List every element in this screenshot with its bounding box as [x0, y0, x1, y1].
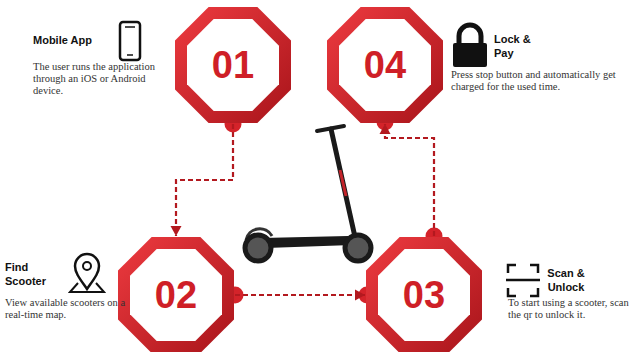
step-number: 02 [117, 276, 235, 314]
step-octagon: 04 [326, 6, 444, 124]
octagon-outer [327, 7, 443, 123]
arrowhead [171, 226, 182, 236]
scooter-illustration [245, 126, 371, 261]
arrowhead [380, 124, 391, 134]
scooter-wheel [345, 235, 371, 261]
step-description: To start using a scooter, scan the qr to… [508, 297, 638, 321]
scan-corner [530, 265, 538, 273]
map-pin-icon [70, 254, 104, 292]
phone-body [120, 22, 140, 60]
phone-icon [120, 22, 140, 60]
scooter-stem [331, 129, 357, 246]
step-description: The user runs the application through an… [33, 61, 167, 97]
step-octagon: 01 [174, 6, 292, 124]
scan-icon [506, 265, 540, 296]
scan-corner [508, 265, 516, 273]
step-heading: Lock & Pay [494, 32, 540, 60]
step-number: 01 [174, 46, 292, 84]
step-description: View available scooters on a real-time m… [5, 297, 129, 321]
octagon-outer [366, 237, 482, 352]
phone-speaker [125, 26, 135, 28]
step-heading: Scan & Unlock [541, 266, 591, 294]
scooter-accent [340, 170, 346, 196]
map-outline [70, 283, 104, 292]
step-number: 04 [326, 46, 444, 84]
dashed-connector [227, 287, 376, 304]
scan-line [506, 279, 540, 282]
lock-icon [453, 25, 487, 67]
phone-button [127, 54, 133, 56]
lock-shackle [459, 25, 481, 44]
connector-line [176, 124, 233, 236]
octagon-outer [118, 237, 234, 352]
dashed-connector [377, 114, 443, 245]
scan-corner [530, 288, 538, 296]
pin-hole [83, 262, 91, 270]
step-octagon: 03 [365, 236, 483, 352]
step-heading: Find Scooter [5, 260, 55, 288]
step-heading: Mobile App [33, 33, 123, 47]
arrowhead [355, 290, 365, 301]
step-number: 03 [365, 276, 483, 314]
scooter-wheel [245, 235, 271, 261]
lock-body [453, 43, 487, 67]
step-octagon: 02 [117, 236, 235, 352]
step-description: Press stop button and automatically get … [451, 69, 639, 93]
connector-line [235, 294, 365, 296]
scooter-deck [262, 236, 352, 248]
connector-line [385, 124, 434, 236]
dashed-connector [171, 116, 242, 237]
octagon-outer [175, 7, 291, 123]
scan-corner [508, 288, 516, 296]
scooter-handlebar [317, 126, 344, 131]
